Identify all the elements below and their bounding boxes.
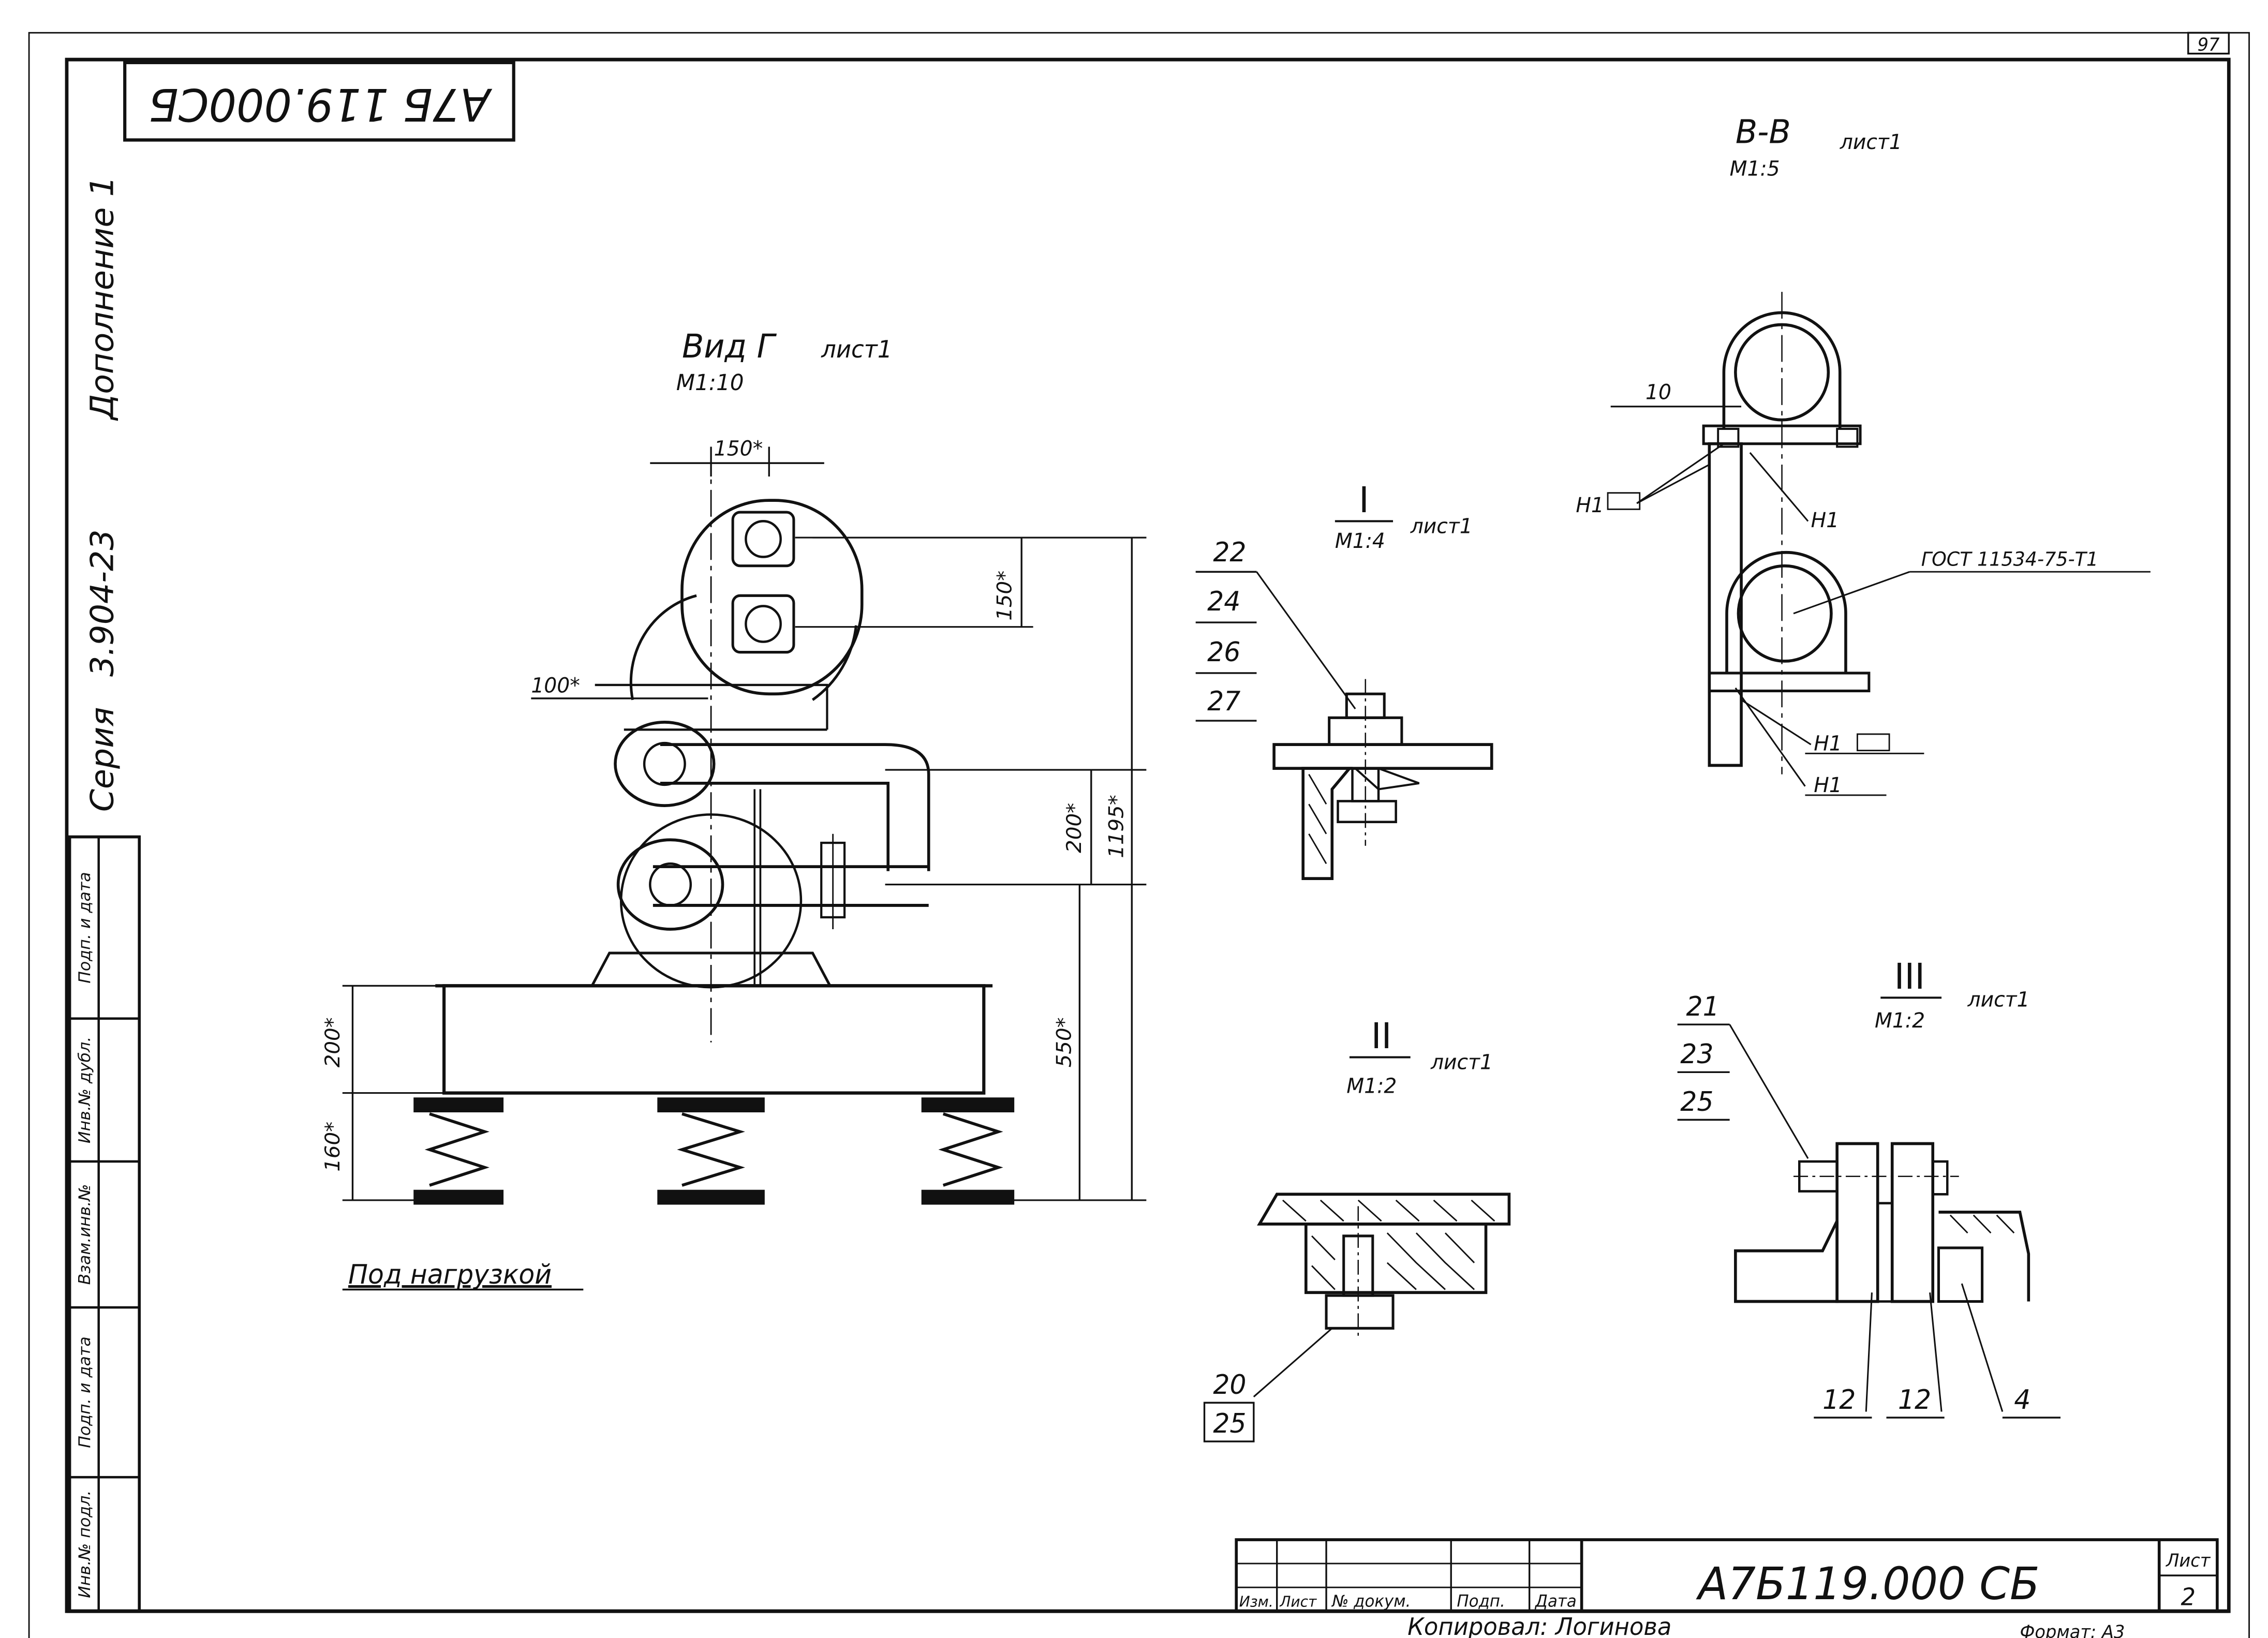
view-g-scale: М1:10	[676, 370, 744, 396]
top-designation-stamp: А7Б 119.000СБ	[123, 61, 515, 142]
section-bb-dim: 10	[1646, 380, 1671, 405]
page-number-box: 97	[2187, 32, 2230, 55]
detail-3-pos-25: 25	[1680, 1087, 1713, 1118]
detail-2: II М1:2 лист1 20 25	[1203, 1016, 1511, 1442]
section-bb-sheet-ref: лист1	[1840, 130, 1902, 154]
detail-2-numeral: II	[1371, 1016, 1392, 1057]
detail-3: III М1:2 лист1 21 23 25 12 12 4	[1677, 956, 2061, 1419]
detail-3-pos-21: 21	[1686, 991, 1719, 1022]
dim-100: 100*	[531, 674, 580, 698]
dim-1195: 1195*	[1105, 795, 1128, 858]
side-cell-5: Инв.№ подл.	[76, 1491, 94, 1598]
detail-1-pos-27: 27	[1207, 686, 1241, 717]
series-label-text: Серия	[83, 707, 121, 812]
section-bb-title: В-В	[1736, 113, 1791, 151]
detail-1: I М1:4 лист1 22 24 26 27	[1195, 480, 1493, 881]
series-number-text: 3.904-23	[83, 529, 121, 677]
tb-col-sign: Подп.	[1457, 1592, 1505, 1611]
tb-sheet-label: Лист	[2165, 1550, 2211, 1571]
top-stamp-text: А7Б 119.000СБ	[149, 78, 493, 130]
dim-200-right: 200*	[1063, 803, 1086, 853]
detail-2-sheet-ref: лист1	[1430, 1050, 1493, 1075]
series-block: Дополнение 1 3.904-23 Серия	[83, 176, 121, 812]
detail-3-bottom-12a: 12	[1822, 1384, 1856, 1416]
title-block: Изм. Лист № докум. Подп. Дата А7Б119.000…	[1235, 1538, 2219, 1613]
weld-label-1: Н1	[1576, 494, 1604, 518]
detail-1-pos-24: 24	[1207, 586, 1240, 617]
detail-3-bottom-12b: 12	[1898, 1384, 1931, 1416]
dim-550: 550*	[1053, 1017, 1076, 1067]
detail-3-bottom-4: 4	[2014, 1384, 2030, 1416]
side-cell-2: Инв.№ дубл.	[76, 1037, 94, 1144]
side-cell-1: Подп. и дата	[76, 872, 94, 984]
section-bb-scale: М1:5	[1730, 157, 1780, 181]
tb-col-izm: Изм.	[1239, 1593, 1273, 1610]
detail-3-sheet-ref: лист1	[1967, 988, 2030, 1012]
detail-3-pos-23: 23	[1680, 1039, 1713, 1070]
format-label: Формат: А3	[2020, 1622, 2125, 1638]
tb-col-doc: № докум.	[1331, 1592, 1411, 1611]
copied-by: Копировал: Логинова	[1407, 1613, 1671, 1638]
dim-160-left: 160*	[321, 1122, 345, 1172]
section-bb: В-В лист1 М1:5 10 Н1 Н1 Н1 Н1 ГО	[1576, 113, 2151, 798]
detail-1-pos-26: 26	[1207, 637, 1240, 668]
section-bb-standard: ГОСТ 11534-75-Т1	[1921, 548, 2098, 571]
weld-label-3: Н1	[1814, 732, 1842, 756]
detail-2-pos-20: 20	[1213, 1369, 1246, 1401]
supplement-text: Дополнение 1	[83, 176, 121, 421]
spring-right	[921, 1097, 1015, 1205]
weld-label-4: Н1	[1814, 773, 1842, 798]
view-g: Вид Г лист1 М1:10 150* 150* 100*	[321, 327, 1147, 1291]
detail-1-numeral: I	[1359, 480, 1369, 521]
page-number: 97	[2198, 34, 2220, 55]
spring-middle	[657, 1097, 765, 1205]
tb-sheet-number: 2	[2181, 1583, 2196, 1611]
detail-2-pos-25: 25	[1213, 1408, 1246, 1439]
tb-designation: А7Б119.000 СБ	[1696, 1558, 2040, 1610]
tb-col-list: Лист	[1279, 1593, 1317, 1610]
weld-label-2: Н1	[1811, 508, 1839, 532]
view-g-note: Под нагрузкой	[348, 1259, 552, 1290]
dim-150-right: 150*	[993, 571, 1016, 621]
dim-200-left: 200*	[321, 1017, 345, 1067]
dim-150-top: 150*	[714, 437, 763, 461]
spring-left	[413, 1097, 504, 1205]
detail-3-scale: М1:2	[1875, 1008, 1925, 1033]
detail-1-sheet-ref: лист1	[1410, 514, 1473, 539]
detail-3-numeral: III	[1894, 956, 1925, 997]
detail-1-scale: М1:4	[1335, 529, 1385, 554]
view-g-sheet-ref: лист1	[821, 335, 892, 363]
detail-1-pos-22: 22	[1213, 537, 1246, 568]
side-cell-4: Подп. и дата	[76, 1336, 94, 1448]
tb-col-date: Дата	[1534, 1592, 1577, 1611]
side-cell-3: Взам.инв.№	[76, 1184, 94, 1285]
detail-2-scale: М1:2	[1346, 1074, 1397, 1098]
side-stamp: Подп. и дата Инв.№ дубл. Взам.инв.№ Подп…	[68, 835, 141, 1613]
view-g-title: Вид Г	[682, 327, 777, 365]
